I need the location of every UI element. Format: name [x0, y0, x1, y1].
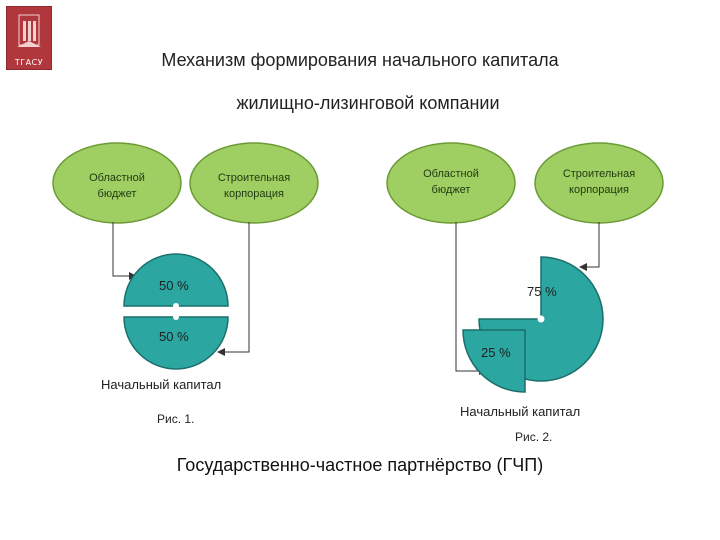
fig2-share-large: 75 % [527, 284, 557, 299]
fig2-slice-25 [462, 329, 526, 393]
title-line-2: жилищно-лизинговой компании [236, 93, 500, 113]
fig2-share-small: 25 % [481, 345, 511, 360]
building-icon [17, 14, 41, 47]
footer-title: Государственно-частное партнёрство (ГЧП) [176, 455, 544, 475]
fig1-half-top [123, 253, 229, 307]
fig1-center-dot-bottom [173, 314, 179, 320]
fig1-center-dot-top [173, 303, 179, 309]
fig1-share-bottom: 50 % [159, 329, 189, 344]
fig2-connector-left [455, 222, 487, 375]
fig1-oval-regional-budget [52, 142, 182, 224]
logo-text: ТГАСУ [14, 58, 44, 67]
fig1-caption: Рис. 1. [157, 412, 195, 426]
university-logo: ТГАСУ [6, 6, 52, 70]
fig1-half-bottom [123, 316, 229, 370]
fig2-center-dot [537, 315, 545, 323]
fig1-share-top: 50 % [159, 278, 189, 293]
fig2-result-label: Начальный капитал [460, 404, 581, 419]
fig1-connector-right [217, 222, 250, 356]
fig2-oval-regional-budget [386, 142, 516, 224]
title-line-1: Механизм формирования начального капитал… [161, 50, 559, 70]
fig1-result-label: Начальный капитал [101, 377, 222, 392]
fig2-connector-right [579, 222, 600, 271]
fig2-caption: Рис. 2. [515, 430, 553, 444]
fig1-oval-construction-corp [189, 142, 319, 224]
fig1-connector-left [112, 222, 137, 280]
